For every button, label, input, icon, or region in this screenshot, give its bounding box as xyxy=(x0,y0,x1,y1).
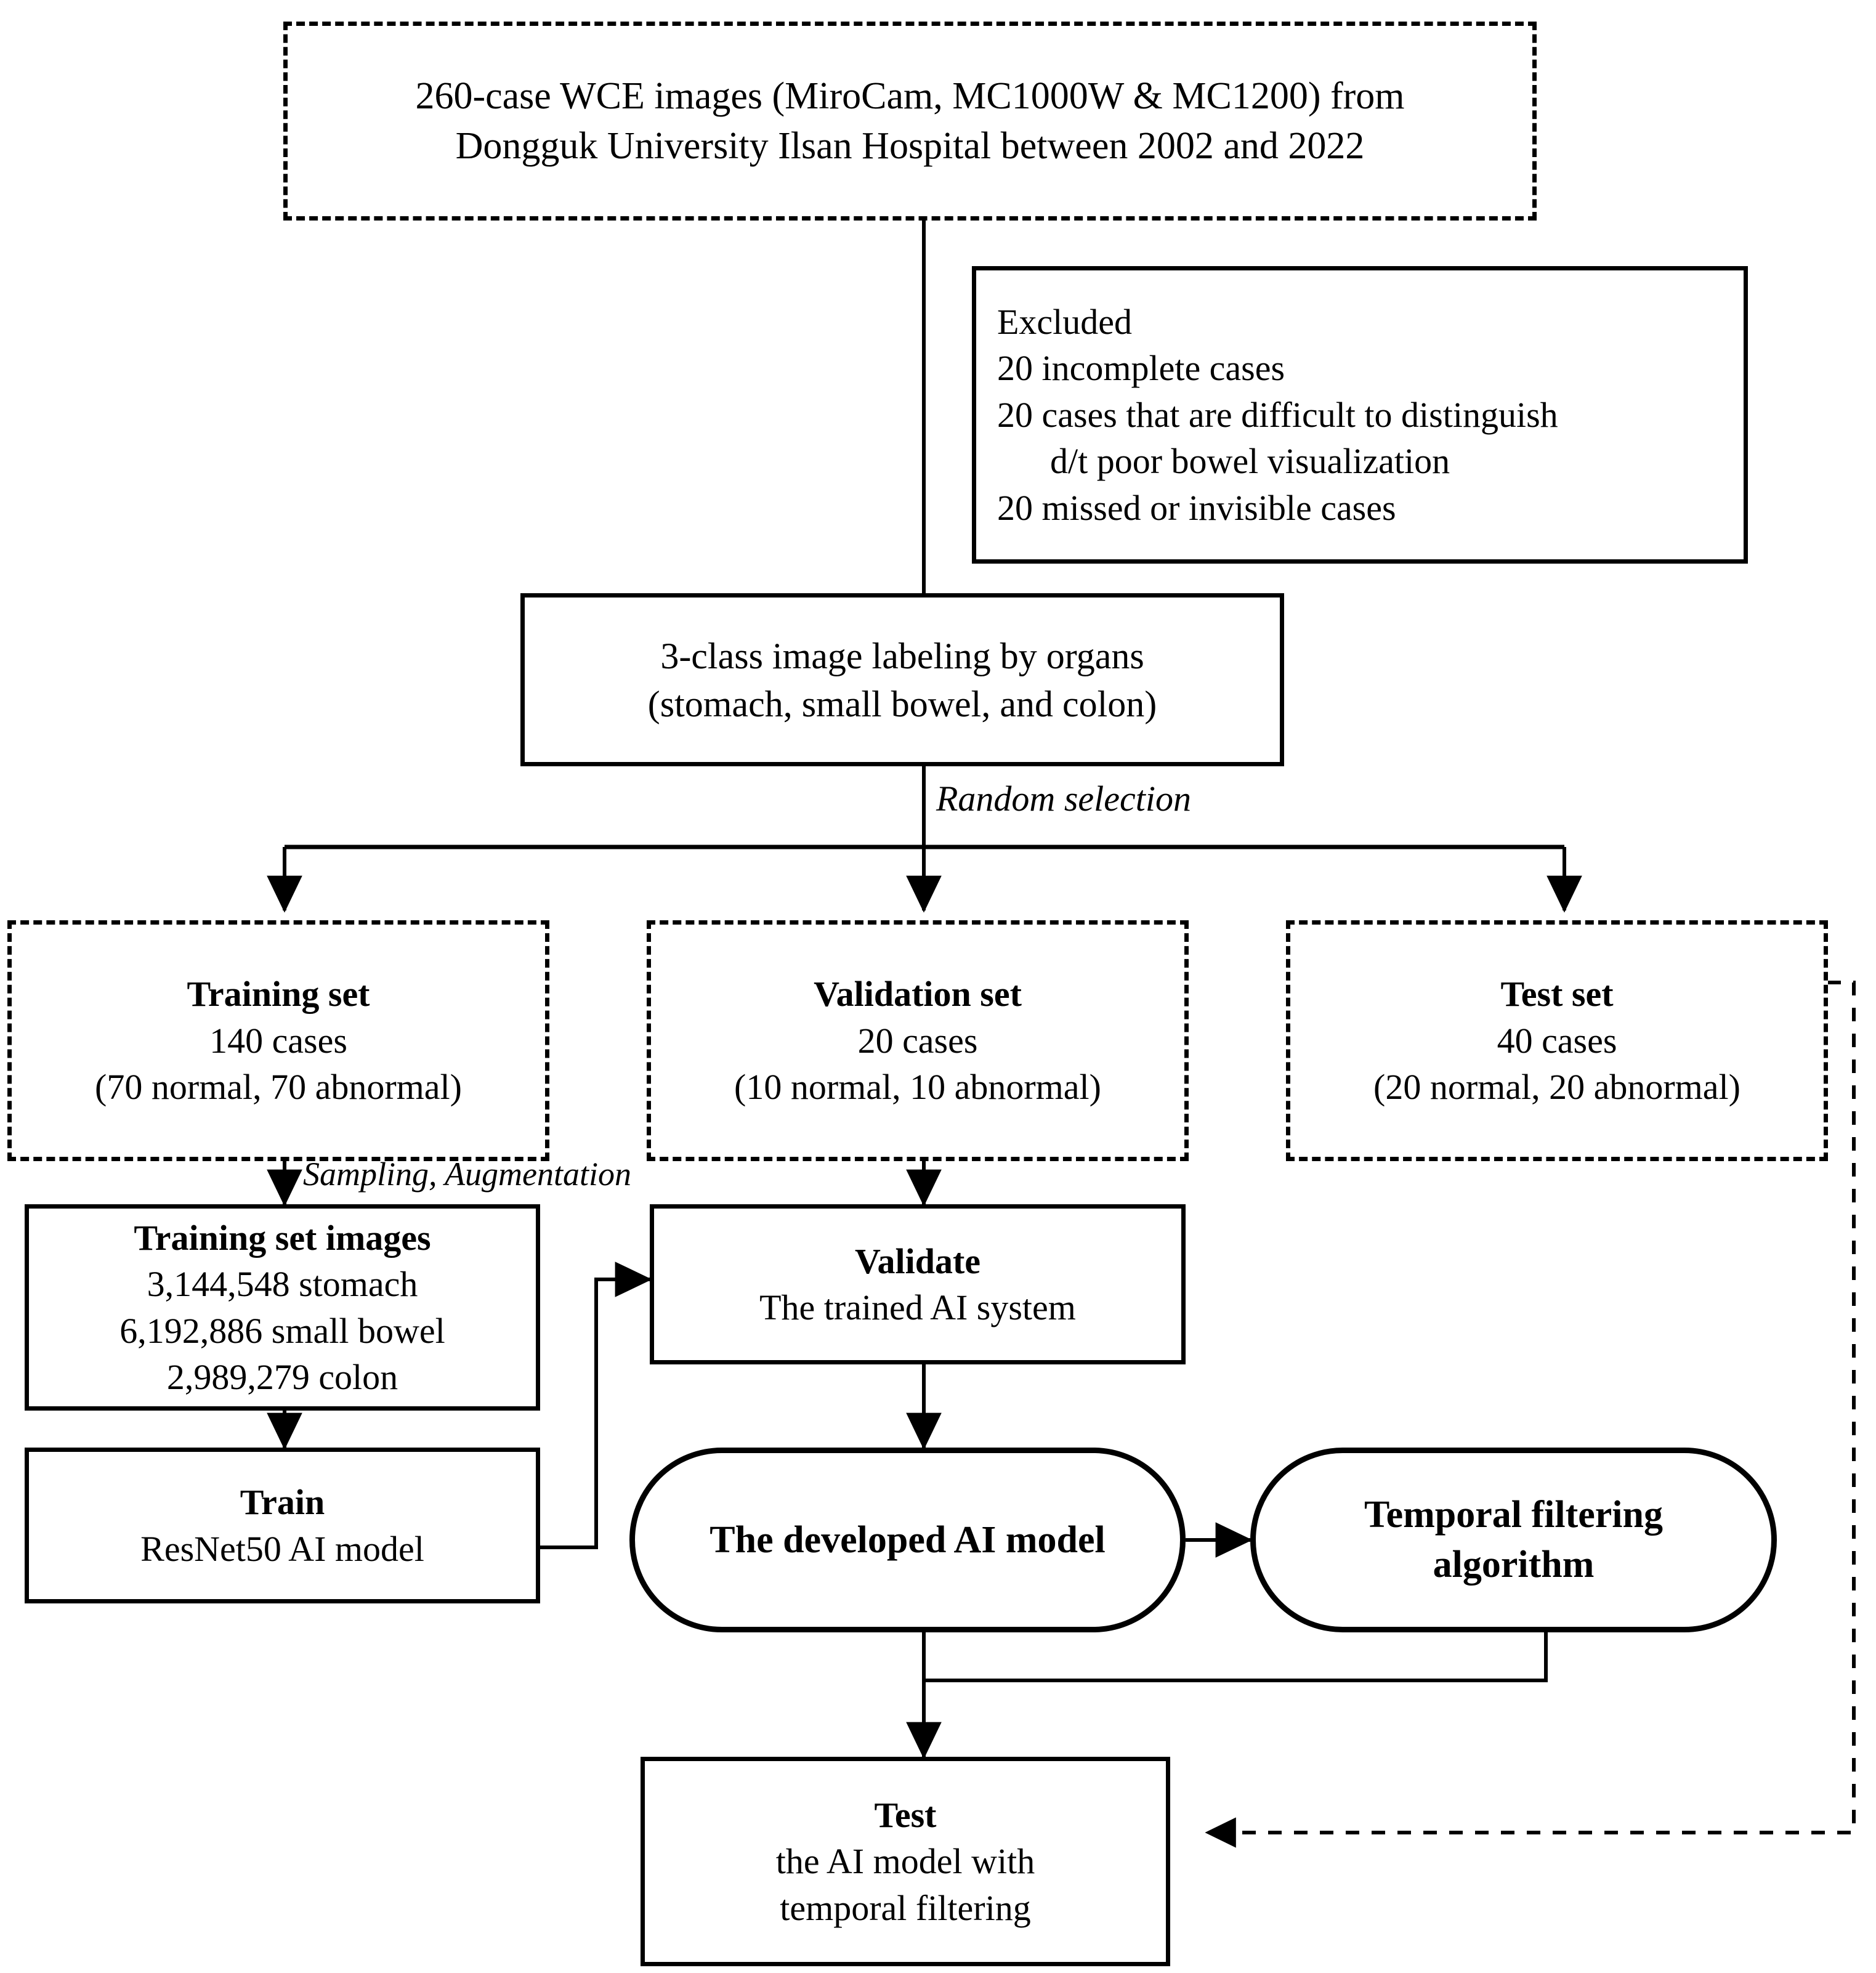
training-set-line-2: (70 normal, 70 abnormal) xyxy=(95,1067,462,1108)
edge-label-sampling-augmentation: Sampling, Augmentation xyxy=(303,1156,631,1193)
validation-set-line-1: 20 cases xyxy=(857,1020,978,1061)
excluded-line-1: Excluded xyxy=(997,302,1133,342)
validation-set-line-2: (10 normal, 10 abnormal) xyxy=(734,1067,1101,1108)
test-heading: Test xyxy=(874,1794,937,1835)
test-set-line-2: (20 normal, 20 abnormal) xyxy=(1373,1067,1741,1108)
training-set-line-1: 140 cases xyxy=(209,1020,347,1061)
excluded-line-5: 20 missed or invisible cases xyxy=(997,487,1396,528)
source-cohort-line-2: Dongguk University Ilsan Hospital betwee… xyxy=(455,124,1365,167)
training-set-images-box: Training set images 3,144,548 stomach 6,… xyxy=(25,1204,540,1411)
developed-ai-model-box: The developed AI model xyxy=(629,1448,1186,1632)
temporal-filtering-box: Temporal filtering algorithm xyxy=(1250,1448,1777,1632)
train-box: Train ResNet50 AI model xyxy=(25,1448,540,1603)
training-set-images-line-2: 6,192,886 small bowel xyxy=(119,1310,445,1351)
train-line-1: ResNet50 AI model xyxy=(140,1528,424,1569)
connector-temporal-to-test-join xyxy=(924,1632,1548,1682)
temporal-filtering-heading-2: algorithm xyxy=(1433,1544,1595,1586)
validate-line-1: The trained AI system xyxy=(759,1287,1076,1327)
validation-set-box: Validation set 20 cases (10 normal, 10 a… xyxy=(647,920,1189,1161)
validate-box: Validate The trained AI system xyxy=(650,1204,1186,1364)
test-box: Test the AI model with temporal filterin… xyxy=(641,1757,1170,1966)
excluded-line-2: 20 incomplete cases xyxy=(997,348,1285,389)
edge-label-random-selection: Random selection xyxy=(936,779,1191,819)
train-heading: Train xyxy=(240,1482,325,1523)
training-set-box: Training set 140 cases (70 normal, 70 ab… xyxy=(7,920,549,1161)
image-labeling-line-1: 3-class image labeling by organs xyxy=(660,635,1144,676)
image-labeling-box: 3-class image labeling by organs (stomac… xyxy=(520,593,1284,766)
test-set-box: Test set 40 cases (20 normal, 20 abnorma… xyxy=(1286,920,1828,1161)
excluded-line-3: 20 cases that are difficult to distingui… xyxy=(997,394,1558,435)
training-set-images-line-3: 2,989,279 colon xyxy=(166,1356,398,1397)
excluded-line-4: d/t poor bowel visualization xyxy=(1050,441,1450,482)
training-set-images-heading: Training set images xyxy=(134,1217,431,1258)
test-set-heading: Test set xyxy=(1500,974,1614,1015)
connector-train-to-validate xyxy=(540,1262,652,1549)
source-cohort-box: 260-case WCE images (MiroCam, MC1000W & … xyxy=(283,22,1537,221)
test-line-2: temporal filtering xyxy=(780,1887,1031,1928)
excluded-box: Excluded 20 incomplete cases 20 cases th… xyxy=(972,266,1748,564)
training-set-images-line-1: 3,144,548 stomach xyxy=(147,1264,418,1305)
test-set-line-1: 40 cases xyxy=(1497,1020,1617,1061)
source-cohort-line-1: 260-case WCE images (MiroCam, MC1000W & … xyxy=(415,75,1405,117)
validation-set-heading: Validation set xyxy=(814,974,1022,1015)
image-labeling-line-2: (stomach, small bowel, and colon) xyxy=(647,683,1157,724)
validate-heading: Validate xyxy=(854,1241,981,1281)
developed-ai-model-heading: The developed AI model xyxy=(710,1518,1106,1561)
training-set-heading: Training set xyxy=(187,974,370,1015)
test-line-1: the AI model with xyxy=(775,1841,1035,1882)
temporal-filtering-heading: Temporal filtering xyxy=(1364,1494,1664,1536)
